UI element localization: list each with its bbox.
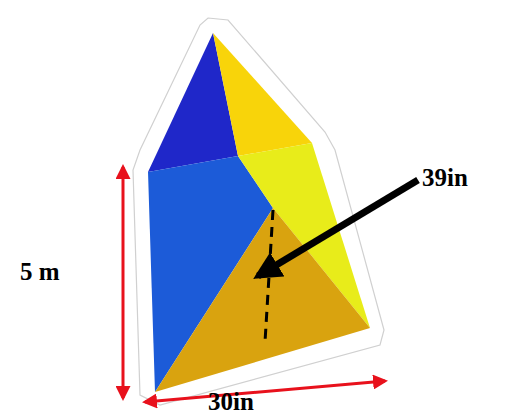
sketch-outline <box>133 18 384 405</box>
prism-face <box>213 33 312 156</box>
leader-arrow <box>258 180 418 276</box>
dimension-arrow <box>122 167 125 398</box>
dimension-arrow <box>145 381 385 402</box>
dimension-label: 30in <box>208 388 254 416</box>
height-line <box>265 210 273 342</box>
dimension-label: 5 m <box>20 258 60 286</box>
prism-face <box>155 208 370 392</box>
dimension-label: 39in <box>422 164 468 192</box>
